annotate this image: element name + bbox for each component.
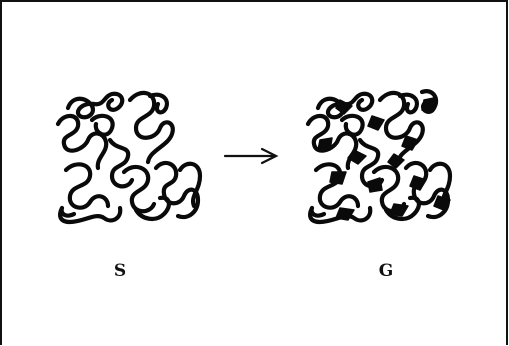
polymer-coil-uncrosslinked [55, 90, 203, 225]
crosslink-junction [401, 135, 419, 151]
crosslink-junction [335, 99, 353, 115]
label-g: G [379, 261, 394, 281]
crosslink-junction [335, 207, 355, 221]
polymer-network-crosslinked [305, 89, 453, 225]
crosslink-junction [367, 115, 385, 131]
crosslink-junction [387, 153, 405, 169]
crosslink-junction [317, 137, 333, 151]
crosslink-junction [367, 177, 383, 193]
crosslink-junction [421, 97, 435, 111]
crosslink-junction [433, 195, 451, 211]
crosslink-junction [409, 175, 427, 191]
transformation-arrow [223, 147, 279, 165]
crosslink-junction [347, 149, 367, 165]
label-s: S [114, 261, 126, 281]
crosslink-junction [329, 171, 347, 185]
crosslink-junction [389, 203, 409, 217]
